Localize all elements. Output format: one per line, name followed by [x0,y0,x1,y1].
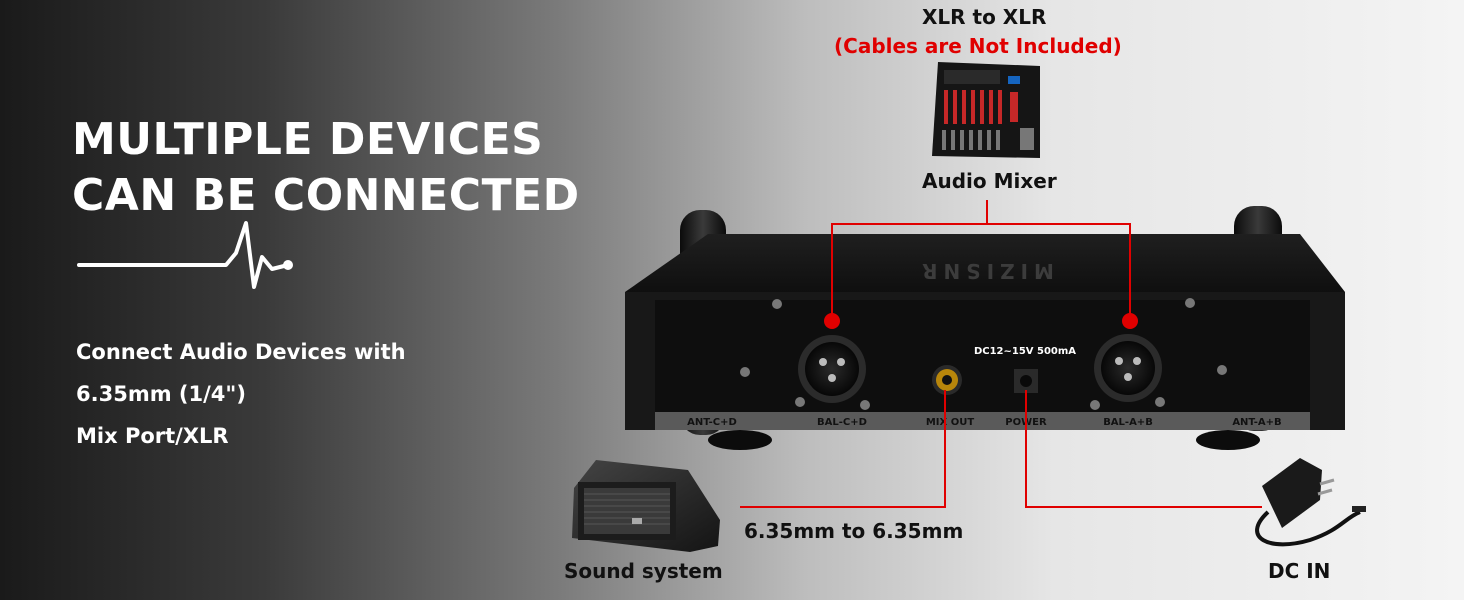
port-label-mix-out: MIX OUT [926,417,974,428]
heartbeat-icon [77,221,293,289]
xlr-left-marker [824,313,840,329]
description-line-1: Connect Audio Devices with [76,340,406,364]
brand-logo: MIZISNR [916,259,1054,283]
cable-635-label: 6.35mm to 6.35mm [744,519,964,543]
port-label-ant-cd: ANT-C+D [687,417,737,428]
sound-system-label: Sound system [564,559,723,583]
description-line-3: Mix Port/XLR [76,424,229,448]
description: Connect Audio Devices with 6.35mm (1/4")… [76,336,406,462]
description-line-2: 6.35mm (1/4") [76,382,246,406]
audio-mixer-label: Audio Mixer [922,169,1057,193]
power-spec-label: DC12~15V 500mA [974,346,1076,357]
speaker-image [572,460,720,552]
headline-line-1: MULTIPLE DEVICES [72,114,544,165]
headline-line-2: CAN BE CONNECTED [72,170,580,221]
port-label-ant-ab: ANT-A+B [1232,417,1281,428]
xlr-right-marker [1122,313,1138,329]
audio-mixer-image [932,62,1040,158]
receiver-unit: MIZISNR DC12~15V 500mA [625,234,1345,450]
power-adapter-image [1255,458,1366,547]
dc-in-label: DC IN [1268,559,1331,583]
port-label-bal-ab: BAL-A+B [1103,417,1153,428]
xlr-to-xlr-label: XLR to XLR [922,5,1047,29]
cables-not-included-note: (Cables are Not Included) [834,34,1122,58]
port-label-bal-cd: BAL-C+D [817,417,867,428]
headline: MULTIPLE DEVICES CAN BE CONNECTED [72,112,580,224]
connection-lines [740,200,1262,508]
